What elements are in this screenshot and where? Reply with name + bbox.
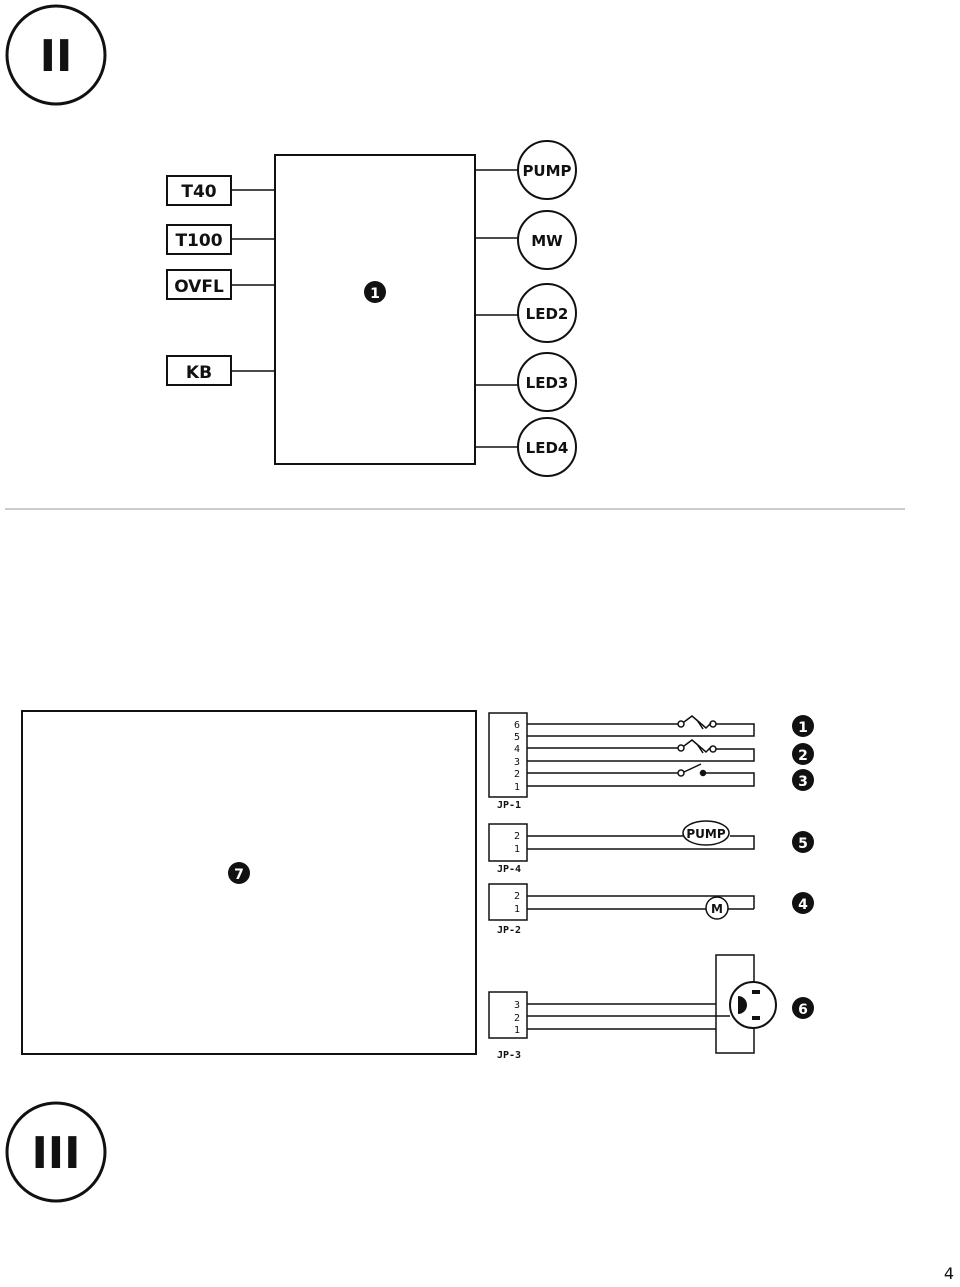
output-mw-label: MW [531,232,563,250]
jp1-pin: 4 [514,744,520,755]
section-marker-iii: III [5,1101,107,1203]
controller-callout [364,281,386,303]
jp1-pin: 5 [514,732,520,743]
output-led3-label: LED3 [526,374,569,392]
callout-2-label: 2 [798,748,808,764]
jp1-pin: 6 [514,720,520,731]
input-kb: KB [166,355,275,386]
wire-motor [527,895,755,920]
motor-symbol-label: M [711,902,723,916]
callout-5: 5 [792,831,814,853]
jp3-pin: 1 [514,1025,520,1036]
wiring-diagram: 7 6 5 4 3 2 1 JP-1 [21,710,814,1061]
callout-2: 2 [792,743,814,765]
wire-loop-2 [527,739,755,762]
output-mw: MW [475,210,577,270]
connector-jp1: 6 5 4 3 2 1 JP-1 [488,712,528,811]
output-led2: LED2 [475,283,577,343]
jp1-label: JP-1 [497,800,521,811]
connector-jp3: 3 2 1 JP-3 [488,991,528,1061]
callout-4: 4 [792,892,814,914]
input-t100: T100 [166,224,275,255]
section-iii-label: III [31,1128,80,1179]
jp2-pin: 2 [514,891,520,902]
wire-loop-1 [527,715,755,737]
jp3-label: JP-3 [497,1050,521,1061]
input-t40-label: T40 [181,182,216,202]
input-ovfl-label: OVFL [174,277,224,297]
callout-1: 1 [792,715,814,737]
output-pump: PUMP [475,140,577,200]
callout-6: 6 [792,997,814,1019]
board-callout-label: 7 [234,867,244,883]
output-led2-label: LED2 [526,305,569,323]
wire-pump [527,820,755,850]
jp4-pin: 2 [514,831,520,842]
input-ovfl: OVFL [166,269,275,300]
jp1-pin: 3 [514,757,520,768]
section-ii-label: II [40,31,73,82]
callout-6-label: 6 [798,1002,808,1018]
block-diagram: 1 T40 T100 OVFL KB PUMP [166,140,577,477]
connector-jp4: 2 1 JP-4 [488,823,528,875]
controller-box [274,154,476,465]
callout-4-label: 4 [798,897,808,913]
input-t100-label: T100 [175,231,222,251]
output-led4-label: LED4 [526,439,569,457]
input-kb-label: KB [186,363,212,383]
callout-5-label: 5 [798,836,808,852]
jp1-pin: 2 [514,769,520,780]
jp3-pin: 2 [514,1013,520,1024]
wire-loop-3 [527,763,755,787]
callout-3: 3 [792,769,814,791]
controller-callout-label: 1 [370,286,380,302]
pump-symbol-label: PUMP [686,827,725,841]
jp3-pin: 3 [514,1000,520,1011]
output-led3: LED3 [475,352,577,412]
jp2-pin: 1 [514,904,520,915]
jp1-pin: 1 [514,782,520,793]
output-led4: LED4 [475,417,577,477]
wire-socket [527,954,777,1054]
input-t40: T40 [166,175,275,206]
jp4-label: JP-4 [497,864,521,875]
section-marker-ii: II [5,4,107,106]
callout-3-label: 3 [798,774,808,790]
page-number: 4 [943,1264,954,1283]
connector-jp2: 2 1 JP-2 [488,883,528,936]
main-board [21,710,477,1055]
jp2-label: JP-2 [497,925,521,936]
jp4-pin: 1 [514,844,520,855]
board-callout [228,862,250,884]
output-pump-label: PUMP [522,162,571,180]
callout-1-label: 1 [798,720,808,736]
